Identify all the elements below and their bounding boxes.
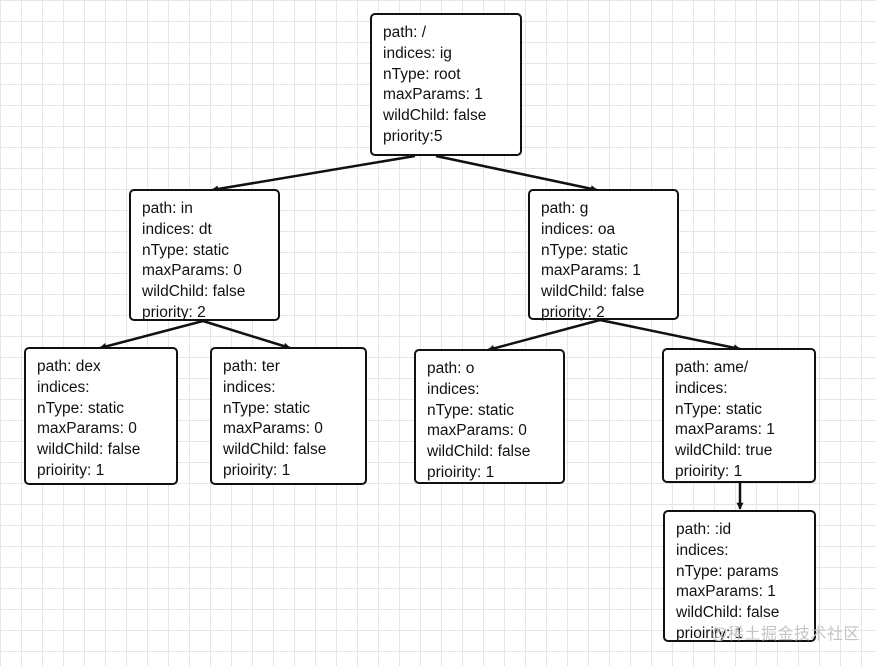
node-field: indices: oa (541, 220, 616, 238)
node-field: maxParams: 1 (675, 421, 775, 439)
node-field: wildChild: false (427, 443, 531, 461)
edge-arrow-root-in (211, 154, 416, 193)
node-field: maxParams: 0 (37, 420, 137, 438)
node-field: maxParams: 1 (383, 86, 483, 104)
node-field: wildChild: false (37, 441, 141, 459)
tree-node-dex: path: dex indices: nType: static maxParams:… (24, 347, 178, 485)
node-field: maxParams: 0 (142, 262, 242, 280)
node-field: priority: 2 (142, 303, 206, 321)
node-field: wildChild: false (541, 283, 645, 301)
node-field: nType: static (223, 399, 311, 417)
node-field: indices: (675, 379, 728, 397)
tree-node-ter: path: ter indices: nType: static maxParams:… (210, 347, 367, 485)
node-field: wildChild: false (676, 604, 780, 622)
node-field: prioirity: 1 (675, 462, 743, 480)
node-field: nType: params (676, 562, 779, 580)
node-field: maxParams: 0 (427, 422, 527, 440)
edge-arrow-g-o (487, 318, 601, 352)
node-field: indices: ig (383, 44, 452, 62)
node-field: path: ter (223, 358, 280, 375)
tree-node-g: path: g indices: oa nType: static maxParams… (528, 189, 679, 321)
edge-arrow-in-dex (99, 319, 204, 350)
watermark-text: @稀土掘金技术社区 (711, 626, 860, 643)
tree-node-in: path: in indices: dt nType: static maxParam… (129, 189, 280, 321)
node-field: prioirity: 1 (427, 463, 495, 481)
node-field: priority:5 (383, 127, 443, 145)
node-field: wildChild: false (383, 107, 487, 125)
node-field: maxParams: 0 (223, 420, 323, 438)
edge-arrow-root-g (435, 154, 598, 193)
node-field: nType: root (383, 65, 461, 83)
node-field: nType: static (427, 401, 515, 419)
node-field: indices: (223, 378, 276, 396)
node-field: path: dex (37, 358, 101, 375)
node-field: path: g (541, 200, 589, 217)
node-field: indices: (676, 541, 729, 559)
edge-arrow-in-ter (202, 319, 291, 350)
node-field: nType: static (142, 241, 230, 259)
node-field: path: o (427, 360, 475, 377)
edge-arrow-g-ame (599, 318, 741, 352)
node-field: maxParams: 1 (676, 583, 776, 601)
node-field: indices: (37, 378, 90, 396)
node-field: path: in (142, 200, 193, 217)
tree-node-ame: path: ame/indices: nType: static maxParams… (662, 348, 816, 483)
node-field: prioirity: 1 (676, 624, 744, 642)
tree-node-o: path: o indices: nType: static maxParams: 0… (414, 349, 565, 484)
node-field: indices: dt (142, 220, 212, 238)
node-field: prioirity: 1 (223, 461, 291, 479)
node-field: prioirity: 1 (37, 461, 105, 479)
node-field: indices: (427, 380, 480, 398)
node-field: maxParams: 1 (541, 262, 641, 280)
node-field: wildChild: false (142, 283, 246, 301)
node-field: path: :id (676, 521, 732, 538)
node-field: nType: static (541, 241, 629, 259)
node-field: path: ame/ (675, 359, 749, 376)
node-field: wildChild: false (223, 441, 327, 459)
node-field: nType: static (37, 399, 125, 417)
tree-node-root: path: / indices: ig nType: root maxParams: … (370, 13, 522, 156)
node-field: priority: 2 (541, 303, 605, 321)
tree-node-id: path: :id indices: nType: params maxParams:… (663, 510, 816, 642)
node-field: nType: static (675, 400, 763, 418)
node-field: path: / (383, 24, 427, 41)
node-field: wildChild: true (675, 442, 773, 460)
